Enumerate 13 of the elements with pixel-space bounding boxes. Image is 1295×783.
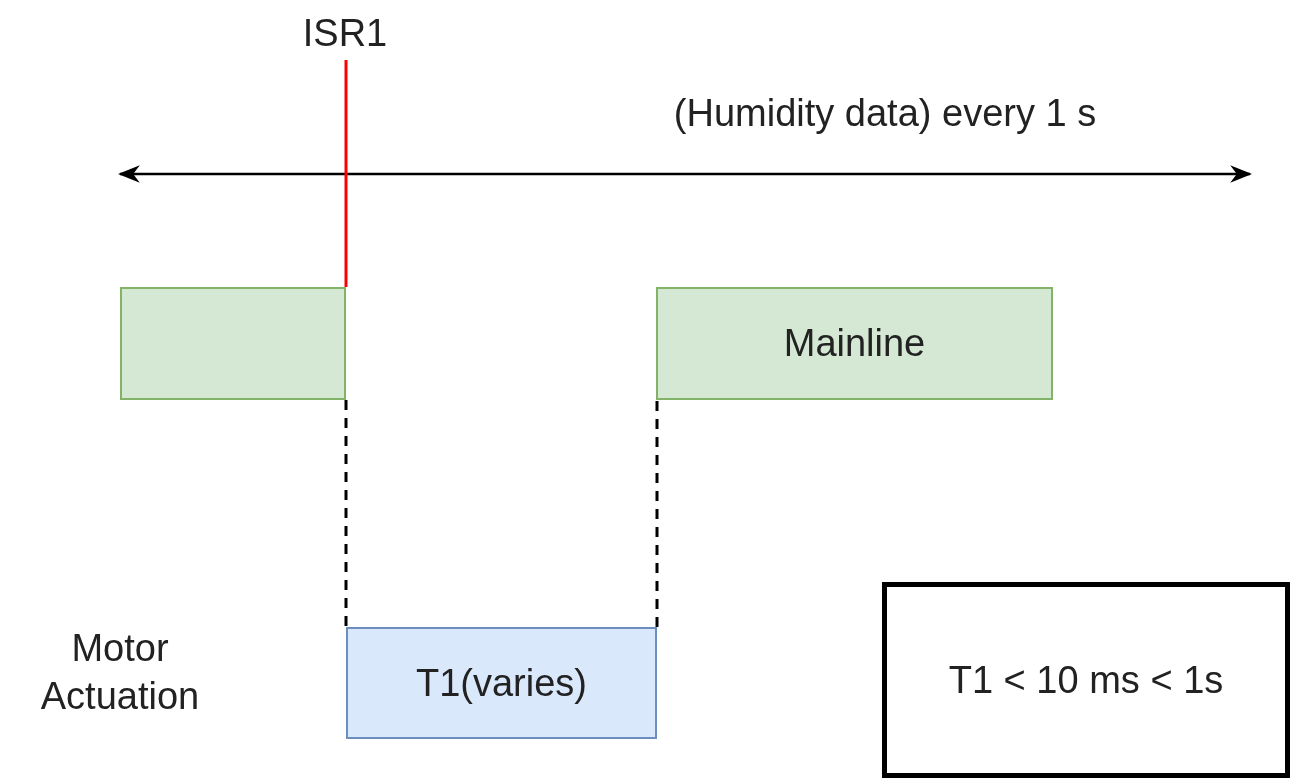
row-label: Motor Actuation [39, 626, 201, 719]
dashed-line [344, 400, 348, 627]
task-label: Mainline [783, 322, 926, 365]
constraint-text: T1 < 10 ms < 1s [948, 658, 1224, 702]
task-block [120, 287, 346, 400]
task-block [346, 627, 657, 739]
task-label: T1(varies) [416, 661, 587, 705]
dashed-line [655, 400, 659, 627]
task-block [656, 287, 1053, 400]
axis-label: (Humidity data) every 1 s [672, 91, 1098, 136]
note-box [882, 582, 1290, 778]
signal-label: ISR1 [290, 8, 400, 58]
marker-line [344, 60, 348, 287]
